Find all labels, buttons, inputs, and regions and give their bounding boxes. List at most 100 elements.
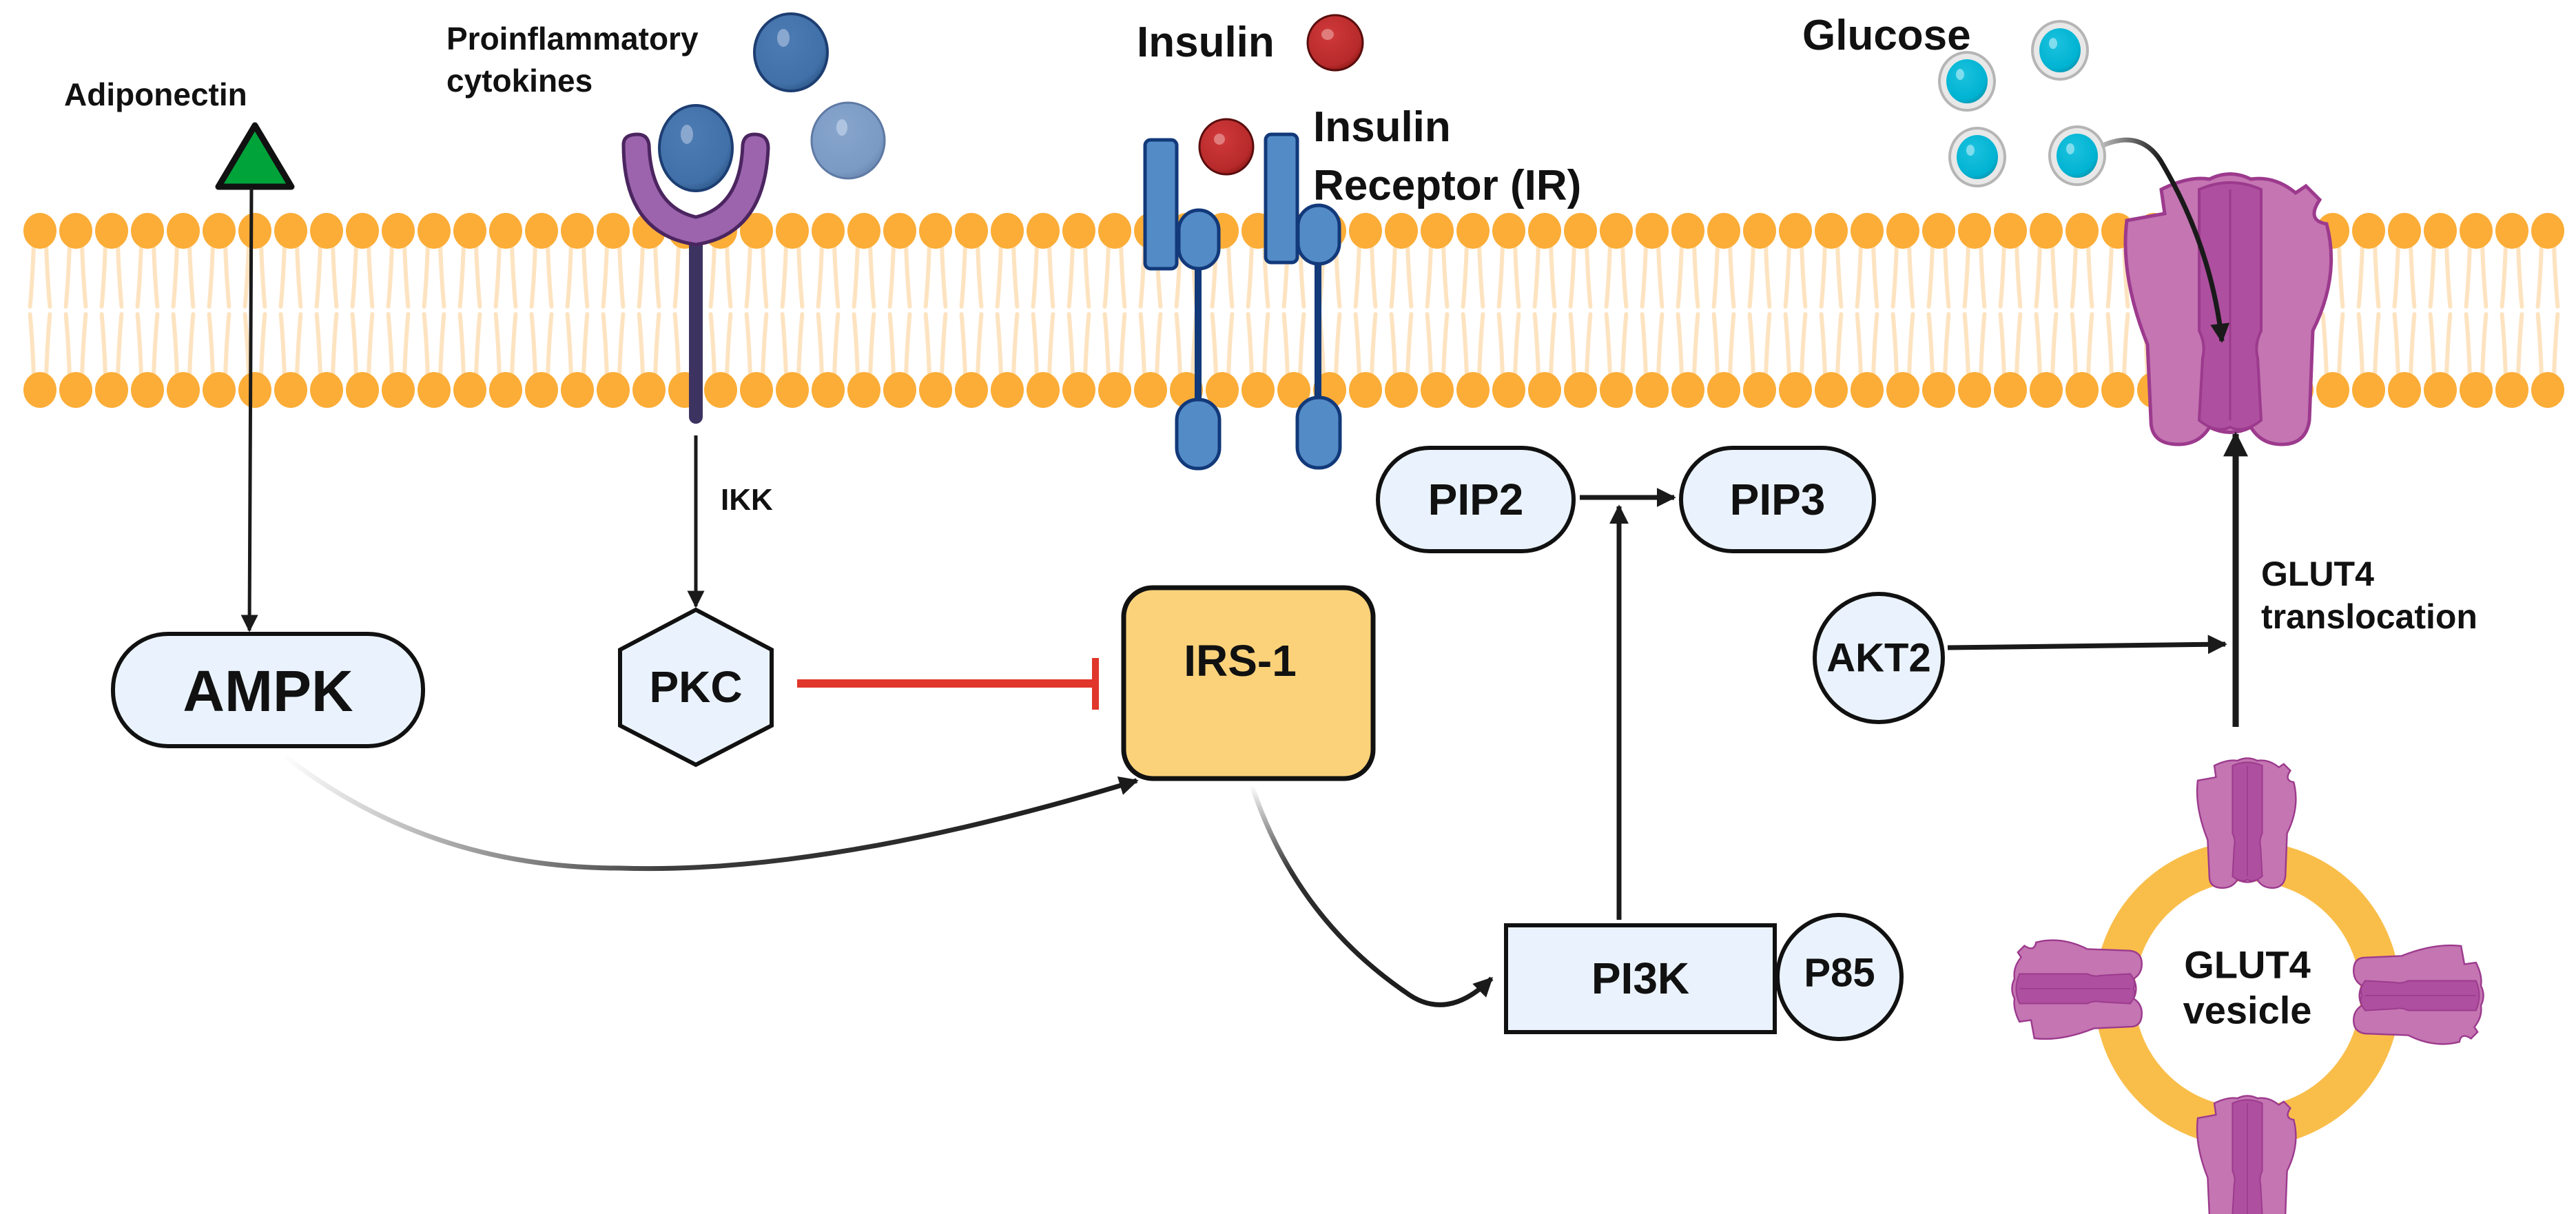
- lipid-tail: [1926, 312, 1935, 378]
- lipid-tail: [1585, 312, 1593, 378]
- pip3-node[interactable]: PIP3: [1679, 446, 1876, 553]
- akt2-node[interactable]: AKT2: [1813, 592, 1945, 724]
- lipid-tail: [904, 243, 912, 309]
- lipid-tail: [1246, 243, 1254, 309]
- lipid-tail: [2337, 243, 2345, 309]
- lipid-head: [812, 372, 845, 408]
- lipid-head: [1743, 213, 1776, 249]
- lipid-tail: [940, 243, 948, 309]
- lipid-tail: [1711, 312, 1720, 378]
- glucose-core-icon: [1957, 135, 1998, 179]
- lipid-tail: [1747, 312, 1755, 378]
- akt2-label: AKT2: [1826, 636, 1930, 681]
- insulin-molecule-icon: [1306, 14, 1364, 72]
- lipid-tail: [1676, 243, 1684, 309]
- lipid-tail: [1513, 312, 1521, 378]
- pi3k-node[interactable]: PI3K: [1504, 923, 1777, 1034]
- lipid-tail: [207, 312, 215, 378]
- lipid-tail: [152, 312, 160, 378]
- lipid-tail: [1747, 243, 1755, 309]
- lipid-tail: [1405, 243, 1414, 309]
- lipid-head: [1815, 372, 1848, 408]
- lipid-tail: [744, 243, 752, 309]
- lipid-head: [776, 213, 809, 249]
- lipid-tail: [1011, 243, 1020, 309]
- lipid-head: [2424, 213, 2457, 249]
- lipid-head: [1349, 213, 1382, 249]
- ir-alpha-left: [1143, 138, 1179, 271]
- lipid-tail: [438, 243, 446, 309]
- lipid-tail: [708, 243, 717, 309]
- lipid-head: [2388, 372, 2421, 408]
- lipid-tail: [493, 243, 502, 309]
- lipid-tail: [653, 243, 661, 309]
- lipid-head: [131, 372, 164, 408]
- lipid-tail: [1979, 243, 1987, 309]
- lipid-head: [1600, 372, 1633, 408]
- lipid-tail: [1907, 243, 1915, 309]
- lipid-head: [1098, 213, 1131, 249]
- lipid-tail: [99, 243, 107, 309]
- lipid-tail: [546, 312, 554, 378]
- lipid-tail: [1962, 312, 1970, 378]
- lipid-head: [203, 213, 236, 249]
- lipid-head: [1994, 213, 2027, 249]
- lipid-tail: [852, 243, 860, 309]
- lipid-head: [1206, 372, 1239, 408]
- lipid-tail: [44, 312, 52, 378]
- lipid-tail: [672, 312, 681, 378]
- cytokine-highlight-icon: [777, 29, 790, 47]
- lipid-tail: [1568, 243, 1576, 309]
- lipid-tail: [1334, 312, 1342, 378]
- pip2-node[interactable]: PIP2: [1376, 446, 1576, 553]
- lipid-tail: [63, 243, 72, 309]
- lipid-tail: [780, 243, 788, 309]
- lipid-tail: [2086, 312, 2094, 378]
- lipid-head: [59, 372, 92, 408]
- lipid-tail: [904, 312, 912, 378]
- lipid-tail: [367, 312, 375, 378]
- glucose-highlight-icon: [2049, 38, 2057, 49]
- lipid-tail: [1640, 312, 1648, 378]
- lipid-tail: [278, 312, 287, 378]
- lipid-tail: [1353, 243, 1361, 309]
- lipid-head: [1456, 213, 1490, 249]
- lipid-head: [525, 213, 558, 249]
- lipid-tail: [1926, 243, 1935, 309]
- lipid-tail: [367, 243, 375, 309]
- ir-beta-left: [1177, 208, 1221, 271]
- lipid-tail: [637, 243, 645, 309]
- lipid-tail: [581, 243, 590, 309]
- lipid-tail: [295, 243, 303, 309]
- lipid-tail: [1102, 243, 1111, 309]
- lipid-tail: [2122, 312, 2130, 378]
- lipid-tail: [2480, 312, 2489, 378]
- lipid-tail: [2464, 243, 2472, 309]
- ir-tail-left: [1175, 398, 1222, 471]
- lipid-tail: [959, 243, 967, 309]
- ampk-node[interactable]: AMPK: [111, 632, 425, 748]
- lipid-tail: [1568, 312, 1576, 378]
- irs1-to-pi3k-arrow: [1249, 784, 1494, 1007]
- lipid-tail: [2409, 312, 2417, 378]
- lipid-tail: [44, 243, 52, 309]
- p85-node[interactable]: P85: [1775, 913, 1904, 1041]
- irs1-node[interactable]: IRS-1: [1121, 585, 1376, 781]
- lipid-tail: [386, 243, 394, 309]
- lipid-tail: [1728, 312, 1736, 378]
- lipid-tail: [116, 243, 124, 309]
- lipid-tail: [474, 312, 482, 378]
- lipid-tail: [923, 312, 931, 378]
- lipid-head: [2352, 372, 2385, 408]
- lipid-tail: [529, 312, 537, 378]
- lipid-tail: [171, 243, 179, 309]
- lipid-head: [1600, 213, 1633, 249]
- lipid-head: [1062, 372, 1095, 408]
- lipid-head: [1421, 372, 1454, 408]
- pkc-node[interactable]: PKC: [618, 607, 774, 768]
- lipid-head: [418, 372, 451, 408]
- lipid-tail: [1783, 243, 1791, 309]
- lipid-tail: [868, 312, 876, 378]
- lipid-tail: [2320, 312, 2329, 378]
- lipid-head: [1349, 372, 1382, 408]
